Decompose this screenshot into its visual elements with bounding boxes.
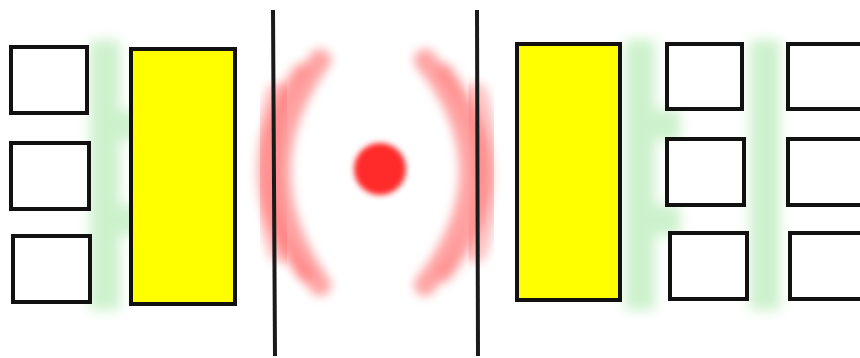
right-square-c1-r1 [667,44,742,109]
right-wall-line [477,10,478,356]
red-source-dot [354,143,406,195]
left-square-1 [11,47,87,113]
green-glow-band-4 [625,40,655,310]
right-square-c1-r3 [670,233,747,299]
green-glow-band-1 [90,40,120,310]
right-yellow-plate [517,44,620,300]
right-square-c2-r2 [788,139,860,205]
right-square-c2-r3 [790,233,860,299]
green-glow-band-6 [640,110,680,140]
left-square-group [11,47,90,302]
left-square-3 [13,236,90,302]
green-glow-band-7 [640,205,680,235]
left-yellow-plate [131,49,235,304]
left-wall-line [273,10,275,356]
right-square-c2-r1 [788,44,860,109]
left-square-2 [11,143,89,209]
right-square-c1-r2 [667,139,744,205]
green-glow-band-5 [750,40,780,310]
